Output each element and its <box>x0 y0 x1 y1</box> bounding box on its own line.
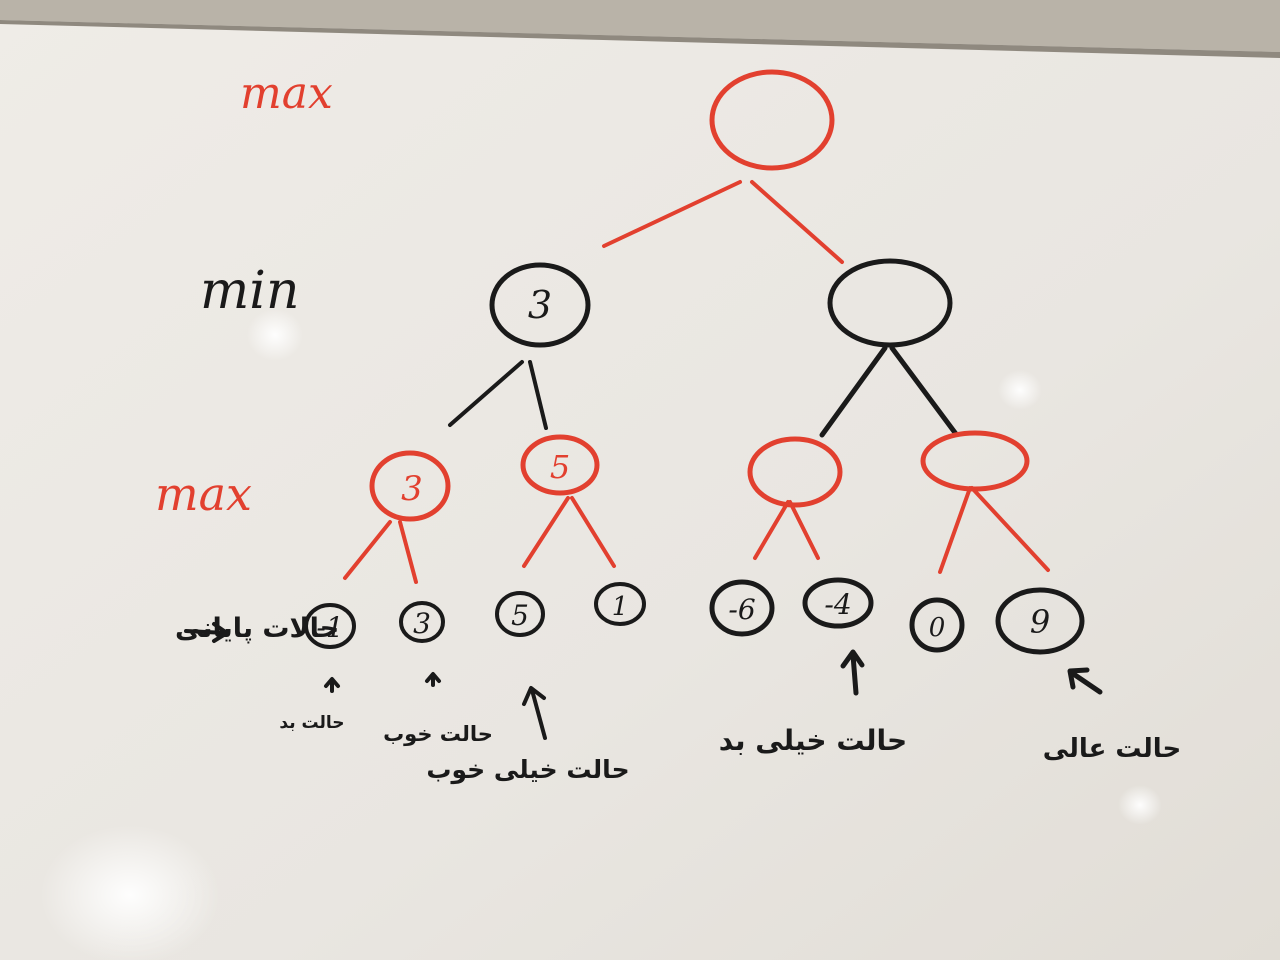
max-node-1-value: 3 <box>401 469 423 509</box>
edge-max4-right <box>970 486 1050 572</box>
leaf-value: 1 <box>612 592 629 622</box>
edge-max3-left <box>753 500 790 560</box>
leaf-node <box>802 577 874 629</box>
level-label-min: min <box>200 261 299 321</box>
min-node-right <box>827 258 953 348</box>
leaf-node <box>995 587 1085 655</box>
edge-max3-right <box>788 500 820 560</box>
board-frame <box>0 0 1280 52</box>
leaf-value: 9 <box>1030 603 1050 641</box>
max-node-3 <box>747 436 843 508</box>
annotation-excellent: حالت عالی <box>1043 734 1181 764</box>
light-glare <box>40 825 220 960</box>
edge-min-left-2 <box>528 360 548 430</box>
leaf-value: -1 <box>316 611 343 644</box>
leaf-value: 3 <box>413 607 431 640</box>
annotation-bad: حالت بد <box>279 713 344 733</box>
root-max-node <box>709 69 835 171</box>
light-glare <box>247 309 303 361</box>
edge-max2-left <box>522 496 570 568</box>
max-node-2 <box>520 434 600 496</box>
edge-max2-right <box>570 496 616 568</box>
min-node-left-value: 3 <box>528 283 552 327</box>
max-node-1 <box>369 450 451 522</box>
edge-min-left-1 <box>448 360 524 427</box>
edge-max4-left <box>938 486 972 574</box>
annotation-very-bad: حالت خیلی بد <box>719 724 907 757</box>
leaf-value: 5 <box>511 599 529 632</box>
arrow-up-icon <box>324 677 340 693</box>
edge-min-right-1 <box>819 345 888 438</box>
leaf-node <box>304 603 356 649</box>
level-label-max: max <box>155 467 252 521</box>
edge-max1-right <box>398 520 418 584</box>
arrow-up-icon <box>1067 667 1103 695</box>
arrow-up-icon <box>425 672 441 687</box>
max-node-2-value: 5 <box>550 448 570 486</box>
min-node-left <box>489 262 591 348</box>
light-glare <box>998 370 1042 410</box>
terminal-states-label: حالات پایانی <box>175 613 339 644</box>
arrow-up-icon <box>522 686 547 740</box>
leaf-node <box>709 579 775 637</box>
leaf-node <box>495 591 545 637</box>
leaf-value: -6 <box>728 593 755 626</box>
arrow-right-icon <box>184 622 229 643</box>
leaf-node <box>399 601 445 643</box>
level-label-root: max <box>240 68 333 119</box>
leaf-node <box>594 582 646 626</box>
light-glare <box>1118 785 1162 825</box>
annotation-good: حالت خوب <box>383 722 493 746</box>
edge-root-right <box>750 180 844 264</box>
edge-root-left <box>602 180 742 248</box>
edge-min-right-2 <box>889 345 959 437</box>
arrow-up-icon <box>840 649 865 696</box>
leaf-node <box>909 597 965 653</box>
edge-max1-left <box>343 520 392 580</box>
annotation-very-good: حالت خیلی خوب <box>426 755 629 785</box>
leaf-value: 0 <box>929 613 946 643</box>
leaf-value: -4 <box>824 588 851 621</box>
